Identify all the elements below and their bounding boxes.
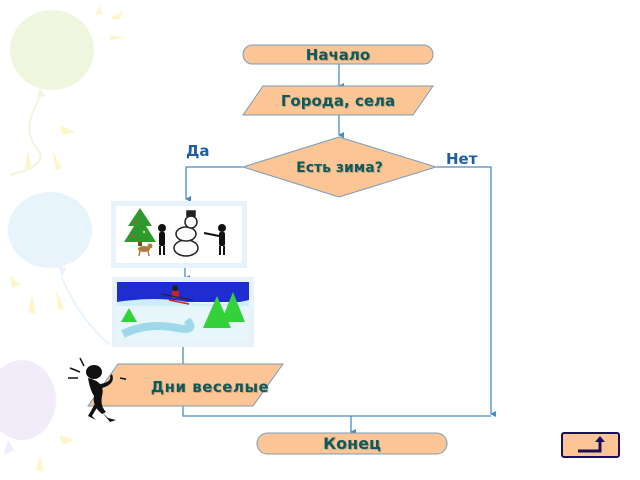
input-label: Города, села bbox=[280, 91, 396, 110]
dog-icon bbox=[138, 243, 153, 257]
yes-branch-label: Да bbox=[186, 142, 210, 160]
skiing-scene-image bbox=[112, 277, 254, 347]
return-arrow-icon bbox=[578, 436, 605, 453]
connector-yes-branch bbox=[185, 166, 243, 202]
connector-no-branch bbox=[436, 166, 496, 417]
balloon-purple-icon bbox=[0, 360, 75, 472]
input-parallelogram-shape bbox=[242, 85, 434, 116]
start-label: Начало bbox=[305, 45, 371, 64]
decision-label: Есть зима? bbox=[296, 160, 383, 176]
balloon-blue-icon bbox=[8, 192, 111, 346]
fir-trees-icon bbox=[121, 292, 245, 328]
snowman-scene-image bbox=[111, 201, 247, 268]
decision-diamond-shape bbox=[241, 136, 438, 198]
night-sky bbox=[117, 282, 249, 302]
skier-icon bbox=[160, 285, 194, 305]
return-button[interactable] bbox=[561, 432, 620, 458]
snowman-icon bbox=[173, 210, 199, 257]
start-terminator-shape bbox=[242, 44, 434, 65]
child-right-icon bbox=[203, 224, 226, 255]
end-terminator-shape bbox=[256, 432, 448, 455]
no-branch-label: Нет bbox=[446, 150, 478, 168]
running-figure-icon bbox=[68, 357, 126, 422]
end-label: Конец bbox=[323, 434, 381, 453]
connector-output-merge bbox=[182, 405, 491, 417]
christmas-tree-icon bbox=[124, 208, 156, 246]
child-left-icon bbox=[158, 224, 166, 255]
output-label: Дни веселые bbox=[150, 378, 270, 396]
balloon-green-icon bbox=[9, 5, 125, 176]
